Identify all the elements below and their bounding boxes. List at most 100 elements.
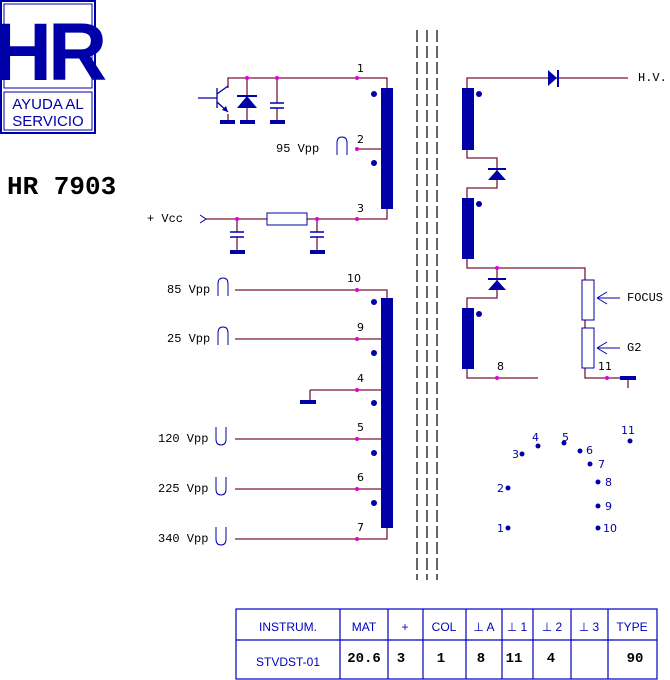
label-text: 4	[532, 431, 539, 444]
label-text: 11	[506, 651, 523, 667]
schematic-mark	[355, 288, 359, 541]
schematic-mark	[230, 250, 245, 254]
schematic-mark	[371, 299, 377, 305]
schematic-mark	[220, 120, 235, 124]
schematic-mark	[381, 88, 393, 209]
schematic-mark	[355, 288, 359, 292]
schematic-mark	[355, 437, 359, 441]
g2-label: G2	[627, 341, 641, 355]
focus-label: FOCUS	[627, 291, 663, 305]
schematic-mark	[235, 76, 359, 221]
schematic-mark	[462, 198, 474, 259]
schematic-mark	[355, 388, 359, 392]
hv-label: H.V.	[638, 71, 667, 85]
schematic-mark	[595, 503, 601, 509]
schematic-mark	[199, 214, 207, 224]
label-text: STVDST-01	[256, 655, 320, 669]
pin-label: 9	[357, 321, 364, 334]
label-text: 4	[547, 651, 555, 667]
schematic-mark	[336, 136, 348, 155]
label-text: 2	[497, 482, 504, 495]
schematic-mark	[505, 485, 511, 491]
schematic-mark	[495, 376, 499, 380]
pulse-label: 340 Vpp	[158, 532, 208, 546]
schematic-mark	[371, 160, 377, 166]
label-text: 3	[512, 448, 519, 461]
schematic-mark	[371, 400, 377, 406]
schematic-mark	[371, 500, 377, 506]
schematic-mark	[371, 91, 377, 97]
schematic-mark	[300, 400, 316, 404]
secondary-windings: 10 9 4 5 6 7 85 Vpp 25 Vpp 120 Vpp 225 V…	[158, 272, 393, 546]
schematic-mark	[595, 479, 601, 485]
schematic-mark	[581, 327, 595, 369]
schematic-mark	[381, 298, 393, 528]
schematic-mark	[577, 448, 583, 454]
pin-label: 6	[357, 471, 364, 484]
schematic-mark	[240, 120, 255, 124]
label-text: 8	[477, 651, 485, 667]
schematic-mark	[310, 250, 325, 254]
label-text: +	[401, 620, 408, 634]
spec-table-text: INSTRUM. MAT + COL ⊥ A ⊥ 1 ⊥ 2 ⊥ 3 TYPE …	[256, 620, 648, 669]
pulse-label: 25 Vpp	[167, 332, 210, 346]
schematic-mark	[488, 168, 506, 170]
schematic-mark	[595, 525, 601, 531]
schematic-mark	[371, 450, 377, 456]
model-title: HR 7903	[7, 172, 116, 202]
pin-label: 3	[357, 202, 364, 215]
schematic-mark	[355, 147, 359, 151]
pulse-label: 225 Vpp	[158, 482, 208, 496]
hv-windings: H.V. FOCUS G2 8 11	[462, 70, 667, 388]
schematic-mark	[235, 217, 239, 221]
schematic-mark	[355, 487, 359, 491]
schematic-mark	[236, 219, 318, 250]
label-text: 1	[437, 651, 445, 667]
schematic-mark	[275, 76, 279, 80]
pin-layout: 1 2 3 4 5 6 7 8 9 10 11	[497, 424, 635, 535]
primary-circuit: + Vcc 95 Vpp 1 2 3	[147, 62, 393, 254]
schematic-mark	[270, 120, 285, 124]
schematic-mark	[215, 427, 227, 546]
label-text: MAT	[352, 620, 377, 634]
pin-label: 2	[357, 133, 364, 146]
pin-label: 11	[598, 360, 612, 373]
pin-label: 4	[357, 372, 364, 385]
schematic-mark	[476, 201, 482, 207]
schematic-mark	[235, 608, 658, 680]
schematic-mark	[495, 266, 609, 380]
pin-label: 8	[497, 360, 504, 373]
schematic-mark	[315, 217, 319, 221]
label-text: 90	[627, 651, 644, 667]
vcc-label: + Vcc	[147, 212, 183, 226]
schematic-mark	[245, 76, 249, 80]
label-text: 10	[603, 522, 617, 535]
schematic-mark	[495, 266, 499, 270]
schematic-mark	[462, 88, 474, 150]
pulse-label: 95 Vpp	[276, 142, 319, 156]
pin-label: 1	[357, 62, 364, 75]
schematic-mark	[3, 3, 93, 89]
label-text: 9	[605, 500, 612, 513]
label-text: SERVICIO	[12, 113, 83, 130]
label-text: 1	[497, 522, 504, 535]
label-text: 8	[605, 476, 612, 489]
schematic-mark	[519, 451, 525, 457]
schematic-mark	[371, 299, 377, 506]
schematic-mark	[627, 438, 633, 444]
schematic-mark	[581, 279, 595, 321]
schematic-mark	[237, 96, 257, 108]
label-text: ⊥ 1	[507, 620, 528, 634]
schematic-mark	[0, 0, 96, 134]
schematic-mark	[198, 85, 229, 113]
schematic-mark	[548, 70, 557, 86]
schematic-mark	[355, 217, 359, 221]
schematic-mark	[488, 280, 506, 290]
schematic-mark	[205, 77, 388, 220]
label-text: ⊥ 2	[542, 620, 563, 634]
label-text: ⊥ 3	[579, 620, 600, 634]
logo: HR AYUDA AL SERVICIO	[0, 0, 110, 134]
pulse-label: 120 Vpp	[158, 432, 208, 446]
schematic-mark	[620, 376, 636, 380]
